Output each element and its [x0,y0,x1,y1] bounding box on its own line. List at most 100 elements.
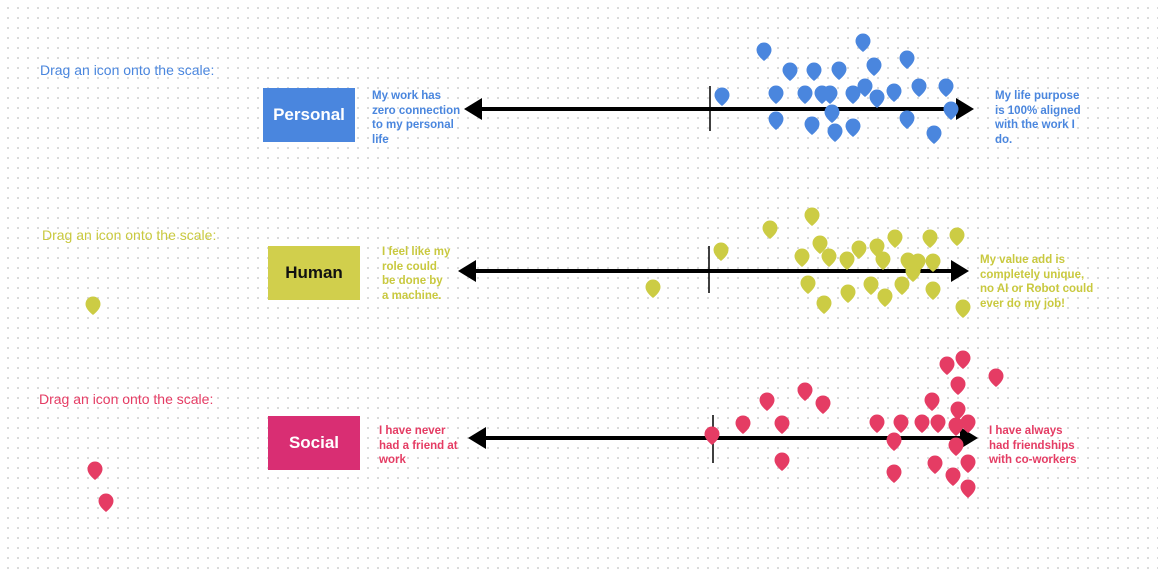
draggable-pin-icon[interactable] [87,461,103,480]
location-pin-icon[interactable] [797,85,813,104]
location-pin-icon[interactable] [960,479,976,499]
location-pin-icon[interactable] [930,414,946,433]
location-pin-icon[interactable] [822,85,838,104]
location-pin-icon[interactable] [869,414,885,433]
location-pin-icon[interactable] [797,382,813,401]
category-label-social: Social [268,416,360,470]
location-pin-icon[interactable] [840,284,856,304]
location-pin-icon[interactable] [845,85,861,104]
location-pin-icon[interactable] [945,467,961,486]
location-pin-icon[interactable] [914,414,930,433]
location-pin-icon[interactable] [704,426,720,446]
location-pin-icon[interactable] [768,111,784,130]
location-pin-icon[interactable] [869,89,885,108]
location-pin-icon[interactable] [855,33,871,52]
location-pin-icon[interactable] [950,376,966,395]
location-pin-icon[interactable] [774,415,790,435]
location-pin-icon[interactable] [943,101,959,121]
location-pin-icon[interactable] [824,104,840,123]
arrow-right-icon [956,98,974,120]
location-pin-icon[interactable] [735,415,751,435]
location-pin-icon[interactable] [899,110,915,129]
category-label-human: Human [268,246,360,300]
location-pin-icon[interactable] [911,78,927,98]
location-pin-icon[interactable] [759,392,775,411]
draggable-pin-icon[interactable] [85,296,101,315]
location-pin-icon[interactable] [960,414,976,433]
location-pin-icon[interactable] [845,118,861,137]
location-pin-icon[interactable] [948,417,964,437]
location-pin-icon[interactable] [762,220,778,239]
location-pin-icon[interactable] [756,42,772,61]
location-pin-icon[interactable] [938,78,954,98]
location-pin-icon[interactable] [927,455,943,474]
location-pin-icon[interactable] [645,279,661,298]
location-pin-icon[interactable] [949,227,965,246]
location-pin-icon[interactable] [821,248,837,267]
location-pin-icon[interactable] [955,350,971,369]
location-pin-icon[interactable] [894,276,910,296]
location-pin-icon[interactable] [863,276,879,296]
location-pin-icon[interactable] [988,368,1004,388]
location-pin-icon[interactable] [924,392,940,411]
pins-human [85,207,971,319]
location-pin-icon[interactable] [866,57,882,76]
pins-personal [714,33,959,145]
location-pin-icon[interactable] [886,83,902,102]
location-pin-icon[interactable] [774,452,790,471]
location-pin-icon[interactable] [899,50,915,70]
location-pin-icon[interactable] [887,229,903,248]
location-pin-icon[interactable] [804,116,820,135]
location-pin-icon[interactable] [905,263,921,283]
location-pin-icon[interactable] [831,61,847,80]
location-pin-icon[interactable] [816,295,832,315]
location-pin-icon[interactable] [794,248,810,267]
scale-personal [464,86,974,131]
arrow-right-icon [951,260,969,282]
location-pin-icon[interactable] [851,240,867,259]
instruction-text: Drag an icon onto the scale: [42,227,217,243]
location-pin-icon[interactable] [806,62,822,81]
location-pin-icon[interactable] [960,454,976,473]
arrow-right-icon [960,427,978,449]
location-pin-icon[interactable] [893,414,909,433]
location-pin-icon[interactable] [886,432,902,452]
location-pin-icon[interactable] [815,395,831,414]
location-pin-icon[interactable] [827,123,843,143]
location-pin-icon[interactable] [804,207,820,226]
location-pin-icon[interactable] [922,229,938,248]
scale-social [468,415,978,463]
location-pin-icon[interactable] [714,87,730,107]
location-pin-icon[interactable] [800,275,816,295]
location-pin-icon[interactable] [713,242,729,261]
scale-human [458,246,969,293]
location-pin-icon[interactable] [939,356,955,375]
section-human: Drag an icon onto the scale: Human I fee… [0,0,1158,310]
location-pin-icon[interactable] [768,85,784,104]
draggable-pin-icon[interactable] [98,493,114,512]
location-pin-icon[interactable] [782,62,798,81]
category-label-personal: Personal [263,88,355,142]
location-pin-icon[interactable] [925,281,941,300]
location-pin-icon[interactable] [925,253,941,272]
instruction-text: Drag an icon onto the scale: [39,391,214,407]
location-pin-icon[interactable] [857,78,873,98]
arrow-left-icon [458,260,476,282]
location-pin-icon[interactable] [955,299,971,319]
arrow-left-icon [464,98,482,120]
location-pin-icon[interactable] [877,288,893,308]
location-pin-icon[interactable] [839,251,855,270]
location-pin-icon[interactable] [948,437,964,456]
location-pin-icon[interactable] [950,401,966,420]
section-personal: Drag an icon onto the scale: Personal My… [0,0,1158,190]
location-pin-icon[interactable] [886,464,902,483]
location-pin-icon[interactable] [812,235,828,254]
pins-social [87,350,1004,512]
location-pin-icon[interactable] [875,251,891,270]
location-pin-icon[interactable] [926,125,942,145]
